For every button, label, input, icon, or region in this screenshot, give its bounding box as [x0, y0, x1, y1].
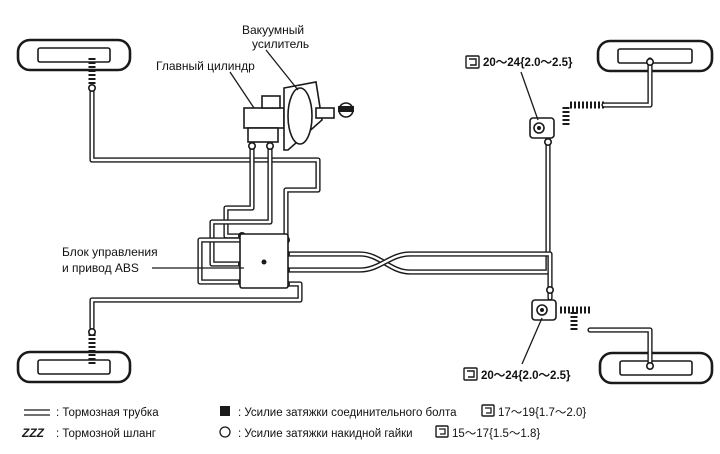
vacuum-booster	[283, 81, 354, 151]
master-cylinder	[243, 95, 285, 143]
booster-label-line2: усилитель	[252, 37, 309, 51]
legend-brake-hose-label: : Тормозной шланг	[56, 428, 156, 440]
torque-spec-top-value: 20～24{2.0～2.5}	[483, 57, 573, 69]
booster-label-line1: Вакуумный	[242, 23, 304, 37]
torque-wrench-icon	[481, 404, 495, 417]
wheel-rear-right	[598, 351, 714, 385]
torque-spec-bottom: 20～24{2.0～2.5}	[463, 367, 571, 382]
legend-union-bolt-label: : Усилие затяжки соединительного болта	[238, 407, 457, 419]
open-circle-icon	[219, 426, 231, 438]
abs-unit	[239, 233, 289, 289]
legend: : Тормозная трубка ZZZ : Тормозной шланг…	[21, 404, 586, 440]
wheel-front-right	[596, 39, 714, 73]
torque-wrench-icon	[435, 425, 449, 438]
torque-spec-top: 20～24{2.0～2.5}	[465, 55, 573, 69]
legend-flare-nut-value: 15～17{1.5～1.8}	[452, 428, 540, 440]
wheel-rear-left	[16, 350, 132, 384]
abs-label-line1: Блок управления	[62, 245, 158, 259]
legend-brake-pipe-label: : Тормозная трубка	[56, 407, 159, 419]
legend-union-bolt: : Усилие затяжки соединительного болта 1…	[220, 404, 586, 419]
legend-brake-pipe: : Тормозная трубка	[24, 407, 159, 419]
legend-flare-nut: : Усилие затяжки накидной гайки 15～17{1.…	[219, 425, 540, 440]
union-bolt-front-right	[529, 117, 555, 139]
leader-lines	[152, 49, 543, 365]
flare-nut-markers	[88, 57, 654, 370]
wheel-front-left	[16, 38, 132, 72]
abs-label-line2: и привод ABS	[62, 261, 139, 275]
union-bolt-rear-right	[531, 299, 557, 321]
legend-brake-hose: ZZZ : Тормозной шланг	[21, 426, 156, 440]
legend-flare-nut-label: : Усилие затяжки накидной гайки	[238, 428, 413, 440]
legend-union-bolt-value: 17～19{1.7～2.0}	[498, 407, 586, 419]
master-cylinder-label: Главный цилиндр	[156, 59, 255, 73]
hose-symbol-icon: ZZZ	[21, 426, 45, 440]
brake-pipes	[89, 57, 653, 368]
torque-spec-bottom-value: 20～24{2.0～2.5}	[481, 370, 571, 382]
filled-square-icon	[220, 406, 230, 416]
torque-wrench-icon	[463, 367, 478, 381]
torque-wrench-icon	[465, 55, 480, 69]
